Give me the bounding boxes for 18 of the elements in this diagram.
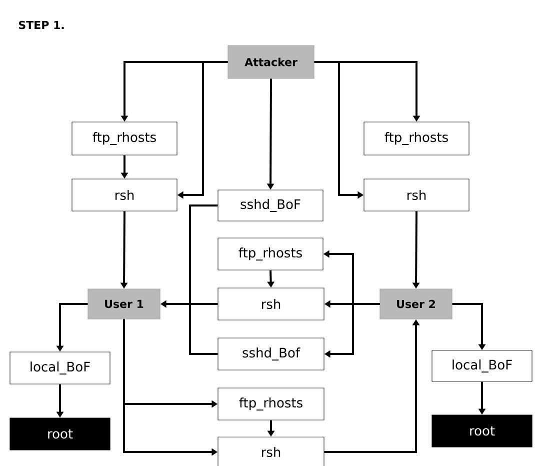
process-box: rsh (72, 178, 178, 212)
target-box: root (10, 418, 110, 450)
process-box: local_BoF (432, 350, 532, 382)
target-box: root (432, 414, 532, 448)
process-box: ftp_rhosts (218, 388, 324, 420)
process-box: sshd_Bof (218, 338, 324, 370)
actor-box: User 2 (380, 288, 452, 320)
process-box: rsh (218, 288, 324, 320)
process-box: ftp_rhosts (364, 122, 470, 156)
process-box: rsh (218, 436, 324, 466)
process-box: sshd_BoF (218, 190, 324, 222)
actor-box: Attacker (228, 45, 314, 79)
actor-box: User 1 (88, 288, 160, 320)
process-box: rsh (364, 178, 470, 212)
process-box: ftp_rhosts (218, 238, 324, 270)
heading: STEP 1. (18, 20, 64, 30)
process-box: ftp_rhosts (72, 122, 178, 156)
process-box: local_BoF (10, 352, 110, 384)
